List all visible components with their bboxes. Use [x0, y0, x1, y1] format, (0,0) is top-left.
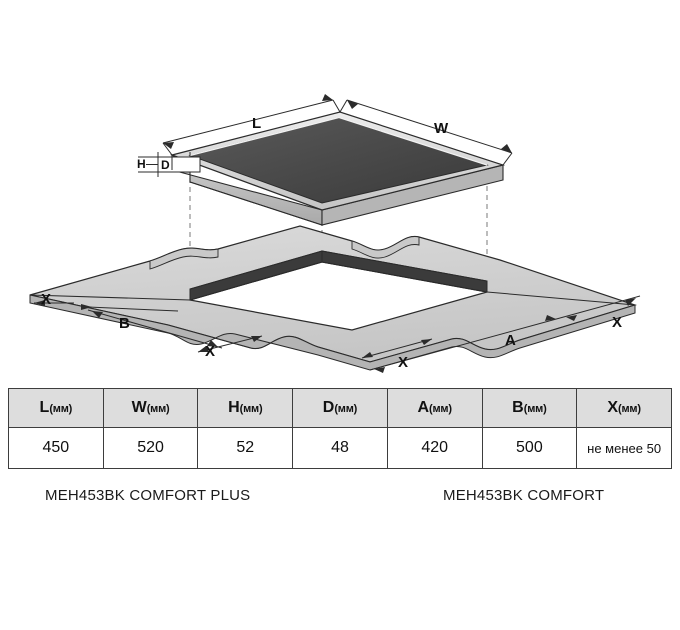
countertop-break-right: [351, 236, 420, 259]
cooktop-bottom-edge: [189, 181, 323, 226]
header-symbol-X: X: [607, 399, 619, 416]
dimension-line-X-bottomleft: [197, 335, 263, 353]
table-cell-X: не менее 50: [576, 427, 672, 469]
dimension-label-A: A: [505, 332, 516, 349]
dimension-line-B: [87, 309, 223, 349]
table-cell-W: 520: [102, 427, 199, 469]
countertop-thickness: [29, 294, 636, 371]
header-unit-X: (мм): [618, 403, 641, 415]
header-unit-A: (мм): [429, 403, 452, 415]
dimension-line-W: [339, 99, 513, 166]
header-unit-W: (мм): [146, 403, 170, 415]
header-symbol-L: L: [39, 399, 50, 416]
dimension-label-X-right: X: [612, 314, 622, 331]
table-row: 450 520 52 48 420 500 не менее 50: [8, 427, 672, 469]
table-header-D: D(мм): [292, 388, 388, 428]
header-unit-D: (мм): [334, 403, 358, 415]
spec-table-container: L(мм) W(мм) H(мм) D(мм) A(мм) B(мм) X(мм…: [8, 388, 672, 469]
dimension-line-A: [369, 315, 561, 373]
model-caption-right: MEH453BK COMFORT: [443, 487, 605, 504]
cooktop-frame-highlight: [189, 116, 488, 166]
table-cell-B: 500: [481, 427, 578, 469]
table-header-W: W(мм): [102, 388, 199, 428]
dimension-label-D: D: [161, 158, 170, 172]
header-symbol-H: H: [228, 399, 240, 416]
table-header-row: L(мм) W(мм) H(мм) D(мм) A(мм) B(мм) X(мм…: [8, 388, 672, 428]
header-symbol-B: B: [512, 399, 524, 416]
model-caption-left: MEH453BK COMFORT PLUS: [45, 487, 251, 504]
dimension-line-X-left: [29, 294, 191, 312]
dimension-label-B: B: [119, 315, 130, 332]
countertop-view: [29, 225, 641, 373]
header-symbol-A: A: [417, 399, 430, 416]
countertop-break-left: [149, 247, 219, 270]
table-cell-A: 420: [386, 427, 483, 469]
table-header-H: H(мм): [197, 388, 294, 428]
header-symbol-W: W: [131, 399, 147, 416]
header-symbol-D: D: [322, 399, 335, 416]
table-header-B: B(мм): [481, 388, 578, 428]
table-header-X: X(мм): [576, 388, 672, 428]
dimension-label-X-bottomleft: X: [205, 343, 215, 360]
dimension-label-X-bottomcenter: X: [398, 354, 408, 371]
header-unit-H: (мм): [239, 403, 263, 415]
dimension-label-L: L: [252, 115, 261, 132]
dimension-label-X-left: X: [41, 291, 51, 308]
dimension-line-X-right: [486, 291, 641, 321]
table-cell-L: 450: [8, 427, 104, 469]
dimension-line-L: [162, 94, 341, 156]
dimension-label-W: W: [434, 120, 448, 137]
header-unit-L: (мм): [49, 403, 73, 415]
table-header-L: L(мм): [8, 388, 104, 428]
table-header-A: A(мм): [386, 388, 483, 428]
diagram-svg: [29, 94, 641, 373]
dimension-line-X-bottomcenter: [361, 338, 433, 359]
dimension-label-H: H: [137, 157, 146, 171]
table-cell-D: 48: [292, 427, 388, 469]
table-cell-H: 52: [197, 427, 294, 469]
cooktop-view: [138, 94, 513, 226]
model-captions: MEH453BK COMFORT PLUS MEH453BK COMFORT: [0, 487, 680, 515]
spec-table: L(мм) W(мм) H(мм) D(мм) A(мм) B(мм) X(мм…: [8, 388, 672, 469]
installation-diagram: L W H D X B X X A X: [29, 94, 641, 373]
dimension-bracket-HD: [138, 152, 201, 177]
header-unit-B: (мм): [523, 403, 547, 415]
